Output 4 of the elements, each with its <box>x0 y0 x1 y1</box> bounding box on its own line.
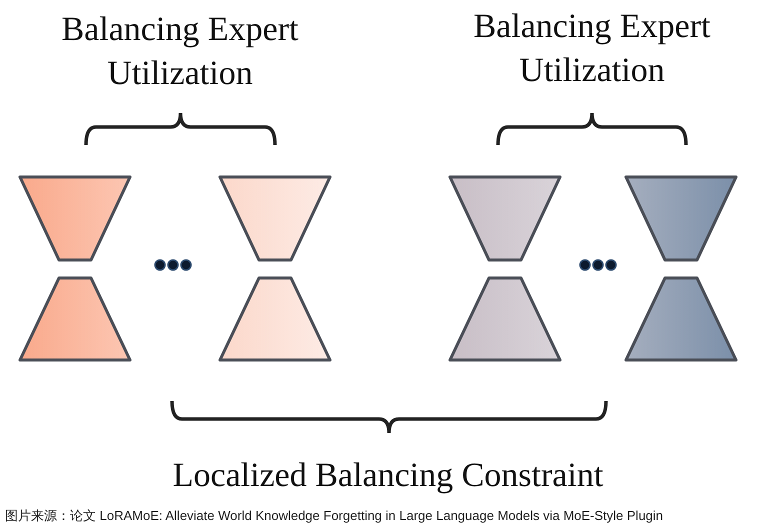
brace-label: Localized Balancing Constraint <box>172 456 604 496</box>
caption: 图片来源：论文 LoRAMoE: Alleviate World Knowledge Forgetting in Large Language Models via MoE-Style Plugin <box>5 508 664 524</box>
brace-label: Balancing Expert Utilization <box>60 10 300 94</box>
brace-label: Balancing Expert Utilization <box>472 7 712 91</box>
